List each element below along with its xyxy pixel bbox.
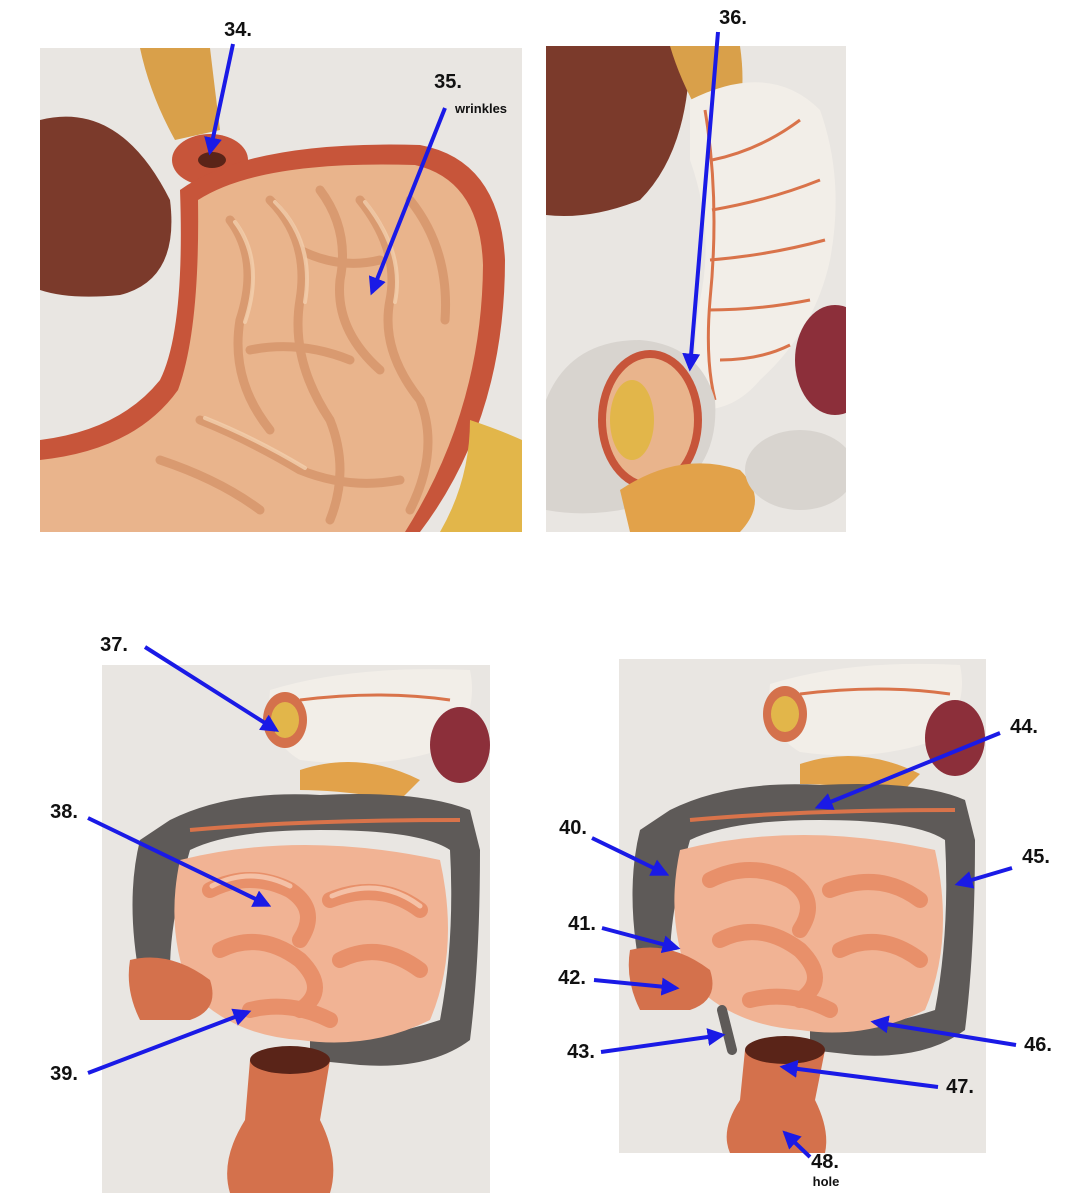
arrow-35 — [368, 107, 447, 296]
arrow-48 — [782, 1130, 812, 1159]
arrow-42 — [593, 977, 680, 996]
arrow-40 — [591, 836, 670, 876]
blood-vessels — [703, 109, 826, 401]
label-number-36: 36. — [719, 7, 747, 29]
callout-40: 40. — [559, 817, 670, 876]
callout-48: 48.hole — [782, 1130, 840, 1189]
callout-46: 46. — [870, 1015, 1052, 1056]
label-number-46: 46. — [1024, 1034, 1052, 1056]
callout-36: 36. — [682, 7, 747, 372]
arrow-37 — [143, 645, 280, 732]
callout-35: 35. wrinkles — [368, 71, 507, 296]
label-number-34: 34. — [224, 19, 252, 41]
callout-38: 38. — [50, 801, 272, 907]
label-number-41: 41. — [568, 913, 596, 935]
label-number-39: 39. — [50, 1063, 78, 1085]
arrow-38 — [87, 816, 272, 907]
callout-47: 47. — [779, 1059, 974, 1098]
label-number-42: 42. — [558, 967, 586, 989]
callout-39: 39. — [50, 1008, 252, 1085]
stomach-exterior-photo — [546, 46, 846, 532]
liver-shape — [546, 46, 690, 216]
callouts: 34. 35. wrinkles 36. 37. 38. 39. 40. 41. 42. 43. 44… — [50, 7, 1052, 1189]
arrow-36 — [682, 31, 720, 372]
label-number-35: 35. — [434, 71, 462, 93]
arrow-45 — [954, 866, 1013, 889]
callout-37: 37. — [100, 634, 280, 732]
label-note-35: wrinkles — [454, 101, 507, 116]
arrow-43 — [600, 1028, 726, 1054]
arrow-34 — [204, 43, 235, 156]
callout-41: 41. — [568, 913, 681, 953]
arrow-46 — [870, 1015, 1017, 1047]
callout-45: 45. — [954, 846, 1050, 889]
label-number-48: 48. — [811, 1151, 839, 1173]
rectum-shape — [227, 1052, 334, 1193]
label-number-44: 44. — [1010, 716, 1038, 738]
abdomen-photo-left — [102, 665, 490, 1193]
stomach-interior-photo — [40, 48, 522, 532]
arrow-39 — [87, 1008, 252, 1075]
esophagus-shape — [140, 48, 220, 140]
label-number-38: 38. — [50, 801, 78, 823]
callout-44: 44. — [814, 716, 1038, 810]
callout-43: 43. — [567, 1028, 726, 1063]
liver-shape — [40, 116, 172, 297]
stomach-outer-shape — [690, 82, 836, 410]
label-note-48: hole — [813, 1174, 840, 1189]
label-number-47: 47. — [946, 1076, 974, 1098]
label-number-37: 37. — [100, 634, 128, 656]
callout-34: 34. — [204, 19, 252, 156]
abdomen-photo-right — [619, 659, 986, 1153]
callout-42: 42. — [558, 967, 680, 996]
arrow-41 — [601, 926, 681, 953]
label-number-43: 43. — [567, 1041, 595, 1063]
arrow-47 — [779, 1059, 939, 1089]
arrow-44 — [814, 731, 1001, 810]
label-number-45: 45. — [1022, 846, 1050, 868]
label-number-40: 40. — [559, 817, 587, 839]
